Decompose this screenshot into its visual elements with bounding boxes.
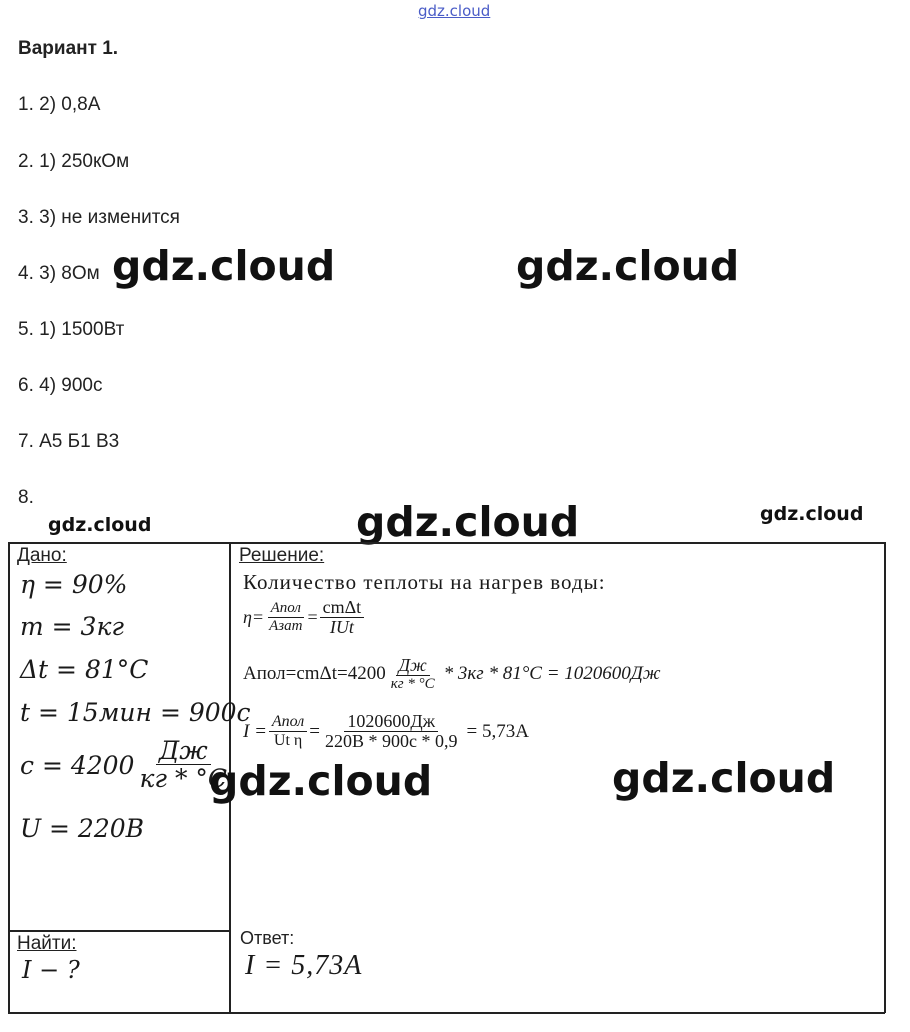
given-c-denominator: кг * °C [139, 764, 228, 794]
equation-efficiency: η= Aпол Aзат = cmΔt IUt [243, 598, 366, 638]
table-left-border [8, 542, 10, 1013]
find-label: Найти: [17, 933, 77, 954]
answer-line-5: 5. 1) 1500Вт [18, 319, 125, 340]
eq1-lhs: η= [243, 607, 265, 628]
answer-line-1: 1. 2) 0,8А [18, 94, 101, 115]
solution-heading: Количество теплоты на нагрев воды: [243, 570, 606, 594]
answer-line-7: 7. А5 Б1 В3 [18, 431, 120, 452]
given-time: t = 15мин = 900с [20, 698, 251, 727]
watermark: gdz.cloud [612, 754, 836, 802]
answer-line-4: 4. 3) 8Ом [18, 263, 100, 284]
eq3-frac2-num: 1020600Дж [344, 712, 439, 732]
given-label: Дано: [17, 545, 67, 566]
given-delta-t: Δt = 81°C [20, 655, 149, 684]
eq2-frac-num: Дж [395, 656, 430, 676]
eq3-fraction-2: 1020600Дж 220B * 900c * 0,9 [322, 712, 461, 752]
eq3-fraction-1: Aпол Ut η [268, 713, 308, 749]
eq1-frac1-num: Aпол [267, 600, 304, 618]
answer-line-6: 6. 4) 900с [18, 375, 103, 396]
eq1-fraction-1: Aпол Aзат [266, 600, 305, 634]
eq3-frac2-den: 220B * 900c * 0,9 [324, 730, 458, 751]
eq2-rhs: * 3кг * 81°C = 1020600Дж [443, 663, 661, 685]
eq1-equals: = [307, 607, 318, 628]
answer-line-2: 2. 1) 250кОм [18, 151, 130, 172]
given-c-value: c = 4200 [20, 750, 135, 780]
find-value: I − ? [22, 956, 80, 984]
eq2-frac-den: кг * °C [390, 675, 435, 692]
eq1-frac1-den: Aзат [269, 617, 303, 634]
eq3-frac1-den: Ut η [273, 731, 303, 749]
given-mass: m = 3кг [20, 612, 125, 641]
watermark: gdz.cloud [516, 242, 740, 290]
eq3-rhs: = 5,73A [466, 720, 529, 742]
given-voltage: U = 220B [20, 814, 144, 843]
given-c-fraction: Дж кг * °C [136, 737, 230, 794]
eq1-frac2-den: IUt [329, 616, 354, 637]
watermark: gdz.cloud [209, 757, 433, 805]
equation-current: I = Aпол Ut η = 1020600Дж 220B * 900c * … [243, 712, 529, 752]
watermark: gdz.cloud [760, 503, 864, 525]
eq3-lhs: I = [243, 720, 267, 742]
given-c-numerator: Дж [155, 737, 211, 766]
watermark-top: gdz.cloud [418, 2, 491, 20]
eq2-fraction: Дж кг * °C [388, 656, 438, 692]
eq3-frac1-num: Aпол [268, 713, 308, 732]
solution-label: Решение: [239, 545, 325, 566]
given-find-divider [8, 930, 229, 932]
watermark: gdz.cloud [112, 242, 336, 290]
given-eta: η = 90% [20, 570, 128, 599]
table-right-border [884, 542, 886, 1013]
eq1-frac2-num: cmΔt [319, 598, 365, 618]
table-bottom-border [8, 1012, 885, 1014]
answer-line-8: 8. [18, 487, 34, 508]
eq1-fraction-2: cmΔt IUt [319, 598, 365, 638]
table-top-border [8, 542, 885, 544]
answer-label: Ответ: [240, 928, 295, 948]
answer-line-3: 3. 3) не изменится [18, 207, 180, 228]
eq2-lhs: Aпол=cmΔt=4200 [243, 663, 386, 685]
eq3-equals: = [309, 720, 320, 742]
given-specific-heat: c = 4200 Дж кг * °C [20, 737, 232, 794]
watermark: gdz.cloud [356, 498, 580, 546]
variant-title: Вариант 1. [18, 38, 119, 59]
equation-heat: Aпол=cmΔt=4200 Дж кг * °C * 3кг * 81°C =… [243, 656, 661, 692]
watermark: gdz.cloud [48, 514, 152, 536]
answer-value: I = 5,73A [245, 950, 363, 981]
table-column-divider [229, 542, 231, 1013]
